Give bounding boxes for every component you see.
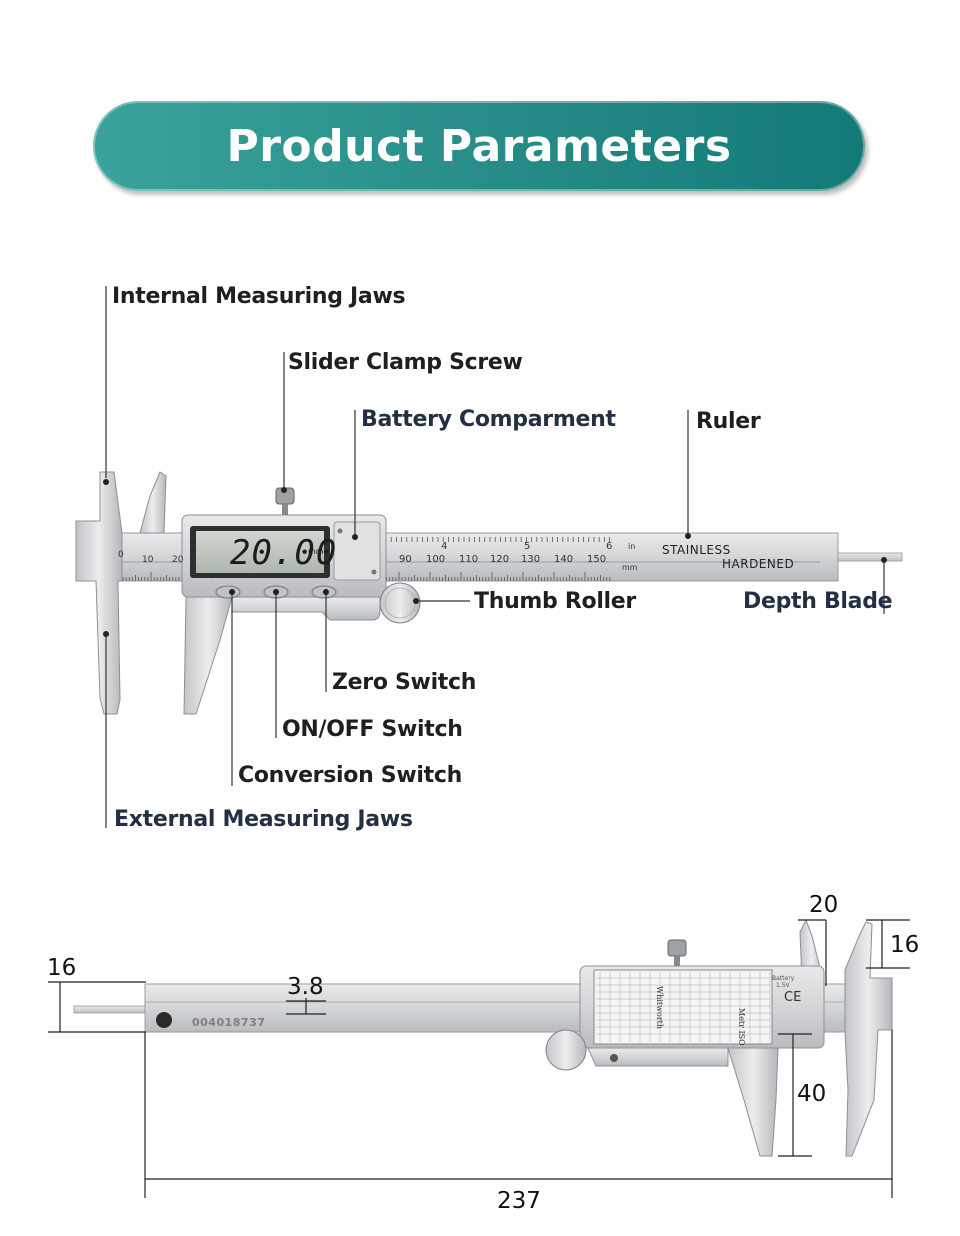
label-battery-compartment: Battery Comparment	[361, 407, 616, 432]
fixed-jaw	[75, 471, 123, 715]
lcd-button-labels: inch/mm OFF ON ZERO	[200, 574, 326, 580]
ruler-number-10: 10	[142, 555, 154, 565]
sliding-external-jaw	[183, 596, 233, 715]
dim-depth-blade-width: 3.8	[287, 974, 324, 1000]
page-title: Product Parameters	[226, 120, 732, 172]
leader-lines	[105, 286, 885, 828]
dim-jaw-tip: 16	[890, 932, 920, 958]
ruler-number-110: 110	[459, 554, 479, 565]
label-slider-clamp-screw: Slider Clamp Screw	[288, 350, 523, 375]
label-conversion-switch: Conversion Switch	[238, 763, 462, 788]
button-label-zero: ZERO	[310, 574, 326, 580]
label-external-measuring-jaws: External Measuring Jaws	[114, 807, 413, 832]
ruler-number-120: 120	[490, 554, 510, 565]
lcd-unit: mm	[308, 547, 324, 556]
title-banner: Product Parameters	[93, 101, 865, 191]
label-depth-blade: Depth Blade	[743, 589, 893, 614]
unit-mm: mm	[622, 563, 638, 572]
ruler-number-20: 20	[172, 555, 184, 565]
inch-number-6: 6	[606, 541, 613, 552]
ruler-number-130: 130	[521, 554, 541, 565]
dimension-lines	[48, 919, 910, 1198]
front-caliper	[75, 471, 903, 715]
dim-jaw-depth: 40	[797, 1081, 827, 1107]
sliding-internal-jaw	[139, 471, 167, 534]
serial-number: 004018737	[192, 1016, 266, 1029]
table-title-whitworth: Whitworth	[655, 986, 664, 1030]
label-ruler: Ruler	[696, 409, 761, 434]
label-thumb-roller: Thumb Roller	[474, 589, 636, 614]
ruler-number-140: 140	[554, 554, 574, 565]
ruler-number-90: 90	[399, 554, 412, 565]
dim-beam-height: 16	[47, 955, 77, 981]
back-caliper	[73, 918, 893, 1157]
button-label-off: OFF	[246, 574, 258, 580]
ruler-number-150: 150	[587, 554, 607, 565]
ruler-number-0: 0	[118, 550, 124, 560]
label-internal-measuring-jaws: Internal Measuring Jaws	[112, 284, 406, 309]
depth-blade	[835, 552, 903, 562]
back-fixed-jaw	[844, 921, 893, 1157]
button-label-on: ON	[279, 574, 289, 580]
table-title-metr-iso: Metr ISO	[737, 1008, 746, 1046]
thumb-roller	[379, 582, 421, 624]
lcd-readout: 20.00	[230, 533, 338, 573]
inch-number-4: 4	[441, 541, 448, 552]
battery-voltage: 1.5V	[776, 982, 790, 989]
ce-mark: CE	[784, 990, 802, 1005]
label-zero-switch: Zero Switch	[332, 670, 477, 695]
ruler-text-stainless: STAINLESS	[662, 543, 731, 557]
ruler-number-100: 100	[426, 554, 446, 565]
label-on-off-switch: ON/OFF Switch	[282, 717, 463, 742]
ruler-text-hardened: HARDENED	[722, 557, 795, 571]
leader-dots	[103, 479, 887, 637]
battery-label: Battery	[772, 975, 795, 982]
unit-in: in	[628, 542, 636, 551]
button-label-inch-mm: inch/mm	[200, 574, 225, 580]
dim-jaw-width: 20	[809, 892, 839, 918]
dim-total-length: 237	[497, 1188, 541, 1214]
inch-number-5: 5	[524, 541, 531, 552]
